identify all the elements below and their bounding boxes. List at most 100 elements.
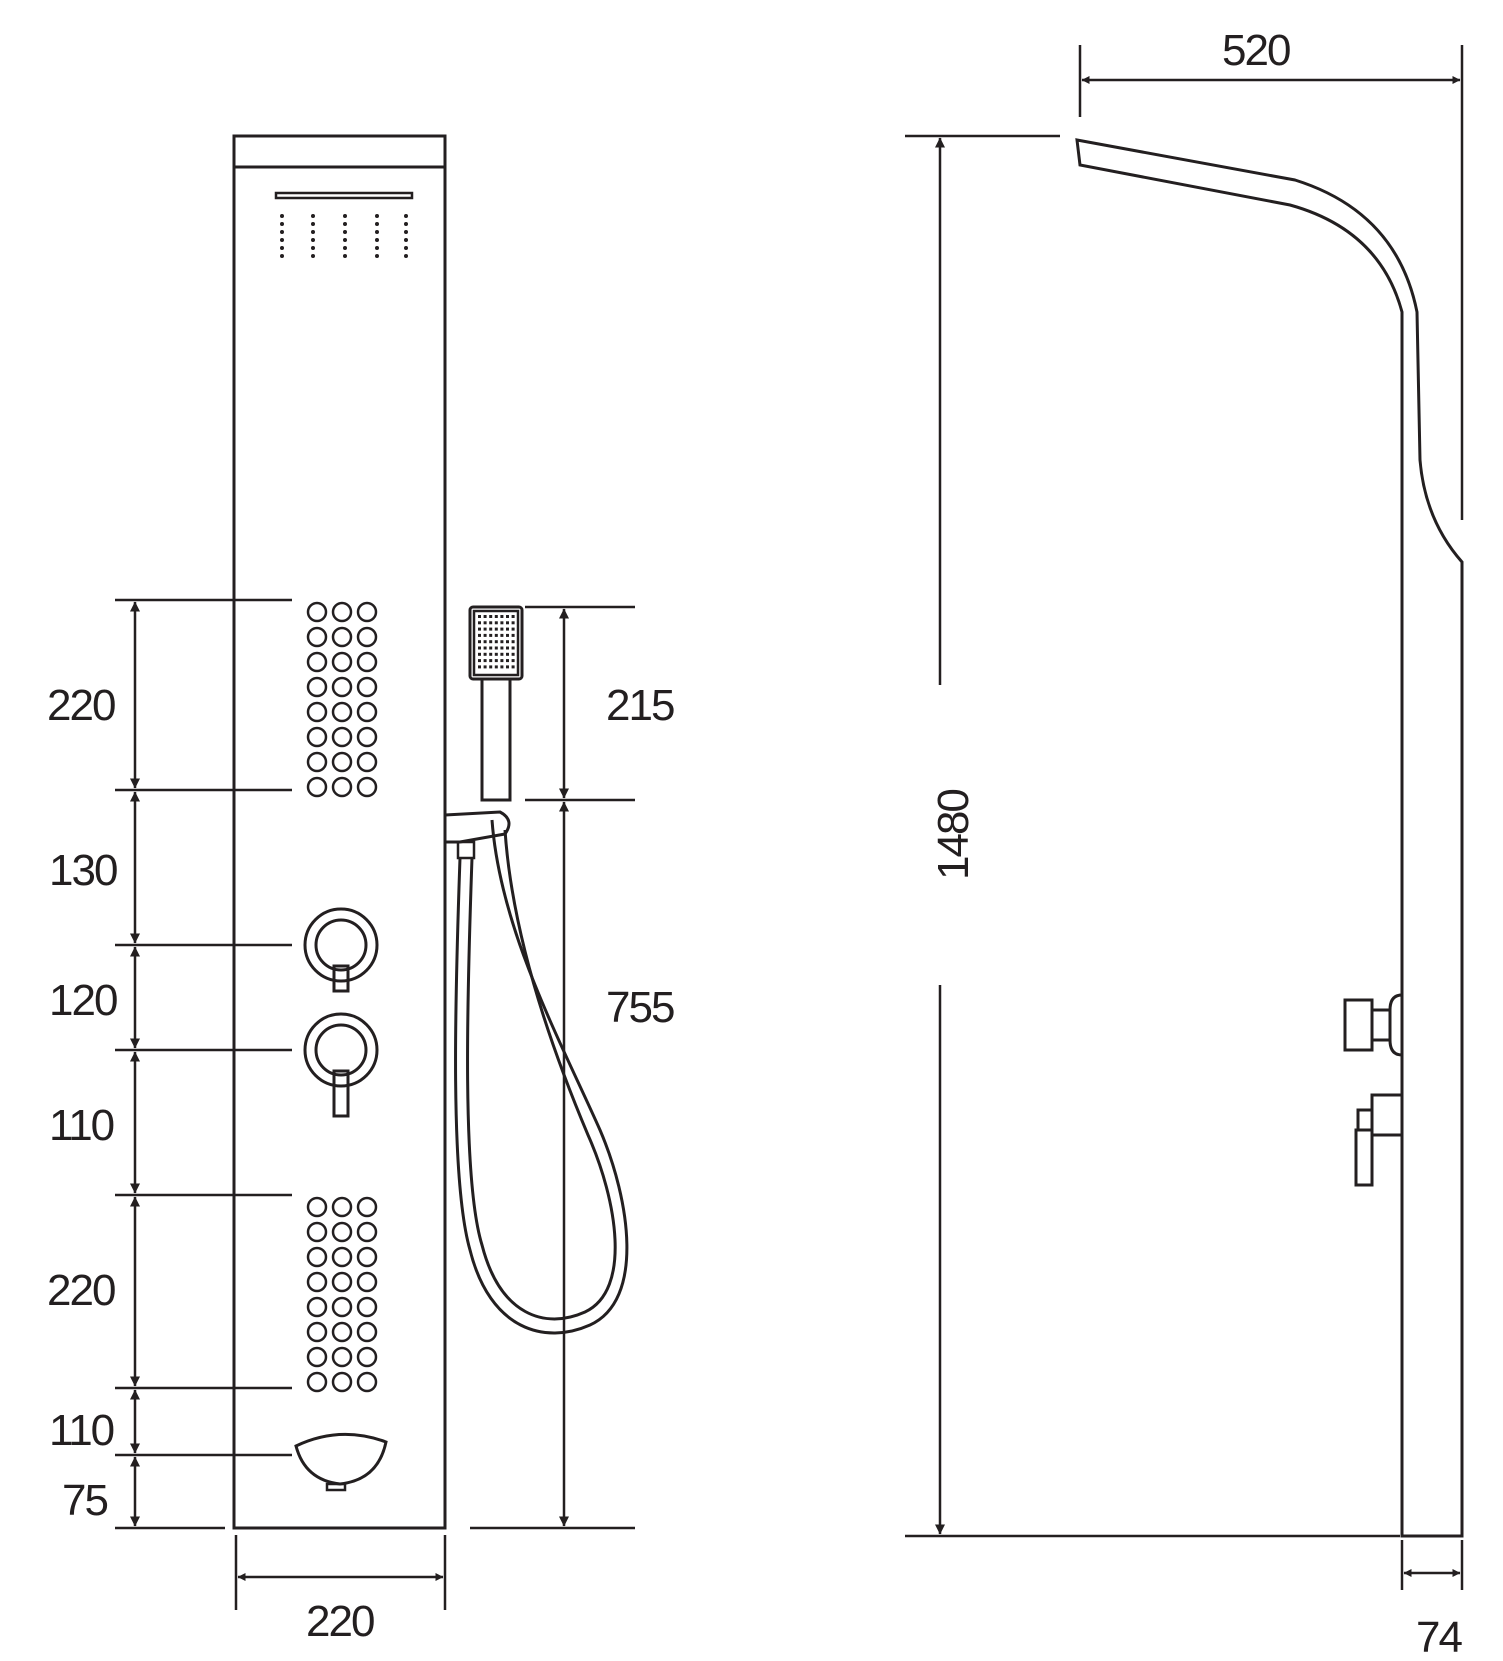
rain-nozzle-dot: [280, 214, 284, 218]
handshower-nozzle: [506, 633, 509, 637]
handshower-nozzle: [500, 652, 504, 656]
handshower-nozzle: [511, 659, 515, 663]
rain-nozzle-dot: [280, 238, 284, 242]
handshower-nozzle: [500, 646, 504, 650]
handshower-nozzle: [506, 652, 509, 656]
jet-nozzle: [306, 676, 328, 698]
handshower-nozzle: [500, 640, 504, 644]
handshower-nozzle: [478, 652, 481, 656]
handshower-nozzle: [511, 615, 515, 618]
handshower-nozzle: [500, 621, 504, 625]
jet-nozzle: [306, 1246, 328, 1268]
rain-nozzle-dot: [375, 230, 379, 234]
handshower-nozzle: [494, 615, 498, 618]
jet-nozzle: [331, 601, 353, 623]
handshower-nozzle: [483, 627, 487, 631]
rain-nozzle-dot: [280, 222, 284, 226]
jet-nozzle: [306, 1221, 328, 1243]
jet-nozzle: [356, 776, 378, 798]
rain-nozzle-dot: [280, 246, 284, 250]
handshower-nozzle: [483, 652, 487, 656]
handshower-nozzle: [506, 621, 509, 625]
jet-nozzle: [331, 776, 353, 798]
dim-front-spray1: 220: [47, 681, 115, 730]
jet-nozzle: [306, 776, 328, 798]
jet-nozzle: [356, 1271, 378, 1293]
dim-front-gap3: 110: [49, 1406, 114, 1455]
jet-nozzle: [306, 1296, 328, 1318]
dim-handshower-length: 215: [606, 681, 674, 730]
jet-nozzle: [356, 1221, 378, 1243]
handshower-nozzle: [483, 665, 487, 669]
jet-nozzle: [306, 601, 328, 623]
rain-nozzle-dot: [375, 214, 379, 218]
handshower-nozzle: [478, 633, 481, 637]
side-valve-upper: [1343, 993, 1403, 1057]
jet-nozzle: [331, 676, 353, 698]
dim-front-width: 220: [306, 1597, 374, 1646]
handshower-nozzle: [483, 646, 487, 650]
handshower-nozzle: [494, 659, 498, 663]
jet-nozzle: [331, 726, 353, 748]
jet-nozzle: [306, 751, 328, 773]
jet-nozzle: [306, 726, 328, 748]
handshower-nozzle: [483, 640, 487, 644]
handshower-nozzle: [489, 615, 493, 618]
handshower-nozzle: [494, 633, 498, 637]
front-right-dimensions: 215 755: [470, 605, 676, 1530]
rain-nozzles: [280, 214, 408, 258]
handshower-nozzle: [489, 659, 493, 663]
jet-nozzle: [306, 626, 328, 648]
jet-nozzle: [306, 1196, 328, 1218]
rain-nozzle-dot: [343, 214, 347, 218]
rain-nozzle-dot: [375, 254, 379, 258]
body-jets-lower: [306, 1196, 378, 1393]
jet-nozzle: [356, 751, 378, 773]
handshower-nozzle: [511, 646, 515, 650]
dim-front-gap1: 130: [49, 846, 117, 895]
rain-nozzle-dot: [404, 238, 408, 242]
handshower-nozzle: [506, 615, 509, 618]
panel-body: [232, 134, 447, 1530]
hand-shower: [444, 605, 629, 1335]
rain-nozzle-dot: [311, 230, 315, 234]
rain-nozzle-dot: [404, 246, 408, 250]
handshower-nozzle: [511, 665, 515, 669]
handshower-nozzle: [494, 621, 498, 625]
handshower-nozzle: [494, 665, 498, 669]
rain-nozzle-dot: [311, 214, 315, 218]
jet-nozzle: [356, 626, 378, 648]
handshower-nozzle: [494, 652, 498, 656]
front-view: 220 130 120 110 220 110 75 220 215 755: [47, 134, 676, 1646]
handshower-nozzle: [511, 621, 515, 625]
jet-nozzle: [331, 751, 353, 773]
rain-nozzle-dot: [404, 230, 408, 234]
rain-nozzle-dot: [375, 238, 379, 242]
jet-nozzle: [331, 1246, 353, 1268]
body-jets-upper: [306, 601, 378, 798]
rain-nozzle-dot: [280, 254, 284, 258]
rain-nozzle-dot: [343, 222, 347, 226]
dim-front-spray2: 220: [47, 1266, 115, 1315]
rain-nozzle-dot: [404, 254, 408, 258]
handshower-nozzle: [478, 627, 481, 631]
handshower-nozzle: [500, 615, 504, 618]
jet-nozzle: [356, 1346, 378, 1368]
rain-nozzle-dot: [311, 246, 315, 250]
handshower-nozzle: [483, 633, 487, 637]
dim-side-height: 1480: [929, 790, 978, 880]
jet-nozzle: [356, 1296, 378, 1318]
jet-nozzle: [306, 1371, 328, 1393]
side-view: 1480 520 74: [905, 26, 1464, 1661]
jet-nozzle: [356, 1246, 378, 1268]
jet-nozzle: [331, 1371, 353, 1393]
rain-nozzle-dot: [375, 222, 379, 226]
dim-front-bottom: 75: [62, 1476, 107, 1525]
jet-nozzle: [331, 1321, 353, 1343]
jet-nozzle: [331, 701, 353, 723]
handshower-nozzle: [506, 646, 509, 650]
jet-nozzle: [356, 601, 378, 623]
jet-nozzle: [331, 651, 353, 673]
rain-nozzle-dot: [280, 230, 284, 234]
